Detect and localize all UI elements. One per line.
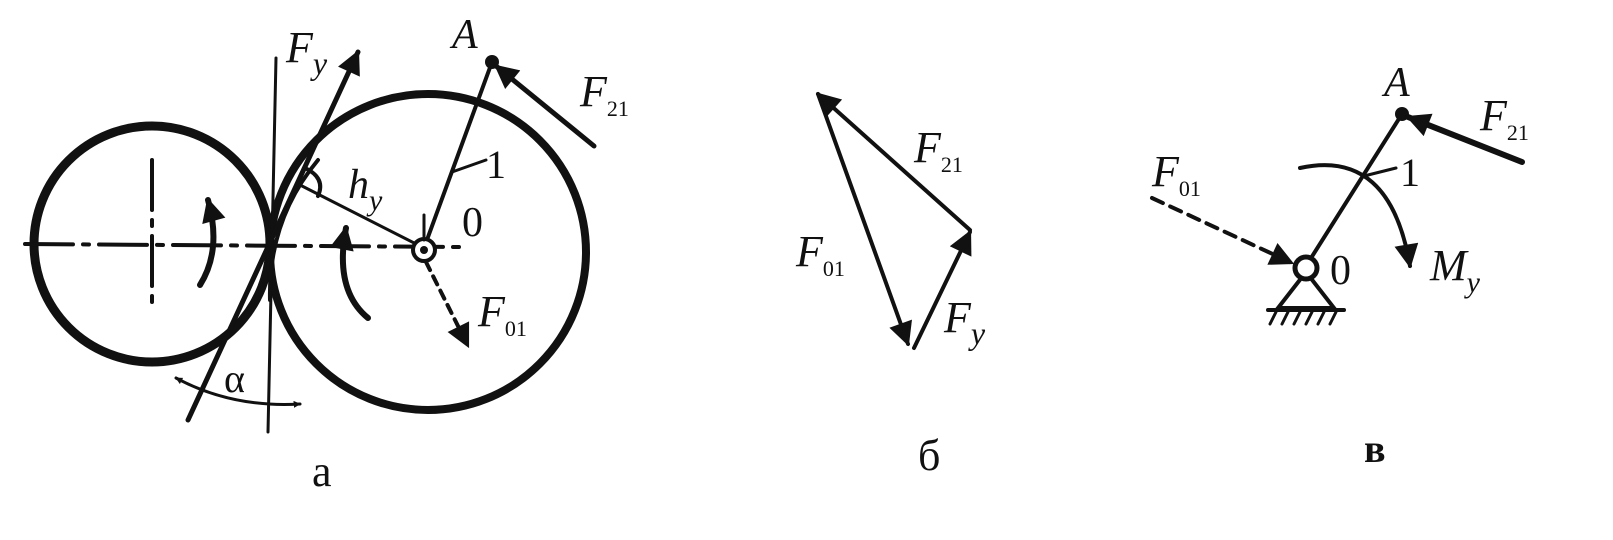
force-fy-arrow (185, 49, 361, 423)
vector-fy (912, 229, 972, 350)
label-hy: hy (348, 162, 383, 217)
label-c-moment: My (1429, 241, 1481, 299)
alpha-angle-arc (174, 376, 302, 408)
label-fy: Fy (285, 23, 328, 81)
label-pivot-0: 0 (462, 200, 483, 246)
left-gear-rotation-arrow (197, 197, 226, 288)
vector-f21 (816, 92, 972, 232)
label-c-f21: F21 (1479, 91, 1529, 145)
pivot-ground-hatch (1268, 310, 1338, 326)
label-c-f01: F01 (1151, 147, 1201, 201)
c-force-f21-arrow (1405, 113, 1525, 165)
right-gear-rotation-arrow (330, 225, 371, 321)
c-force-f01-arrow (1150, 196, 1295, 265)
caption-b: б (918, 431, 940, 480)
label-link-1: 1 (486, 142, 506, 187)
force-f21-arrow (493, 63, 597, 149)
contact-vertical-line (266, 56, 278, 434)
caption-c: в (1364, 426, 1386, 471)
center-line (23, 242, 464, 249)
label-f01: F01 (477, 287, 527, 341)
panel-c: A F21 F01 1 0 My в (1150, 60, 1529, 471)
right-gear-circle (266, 90, 590, 414)
force-f01-arrow (424, 260, 470, 349)
label-b-f21: F21 (913, 123, 963, 177)
label-b-fy: Fy (943, 293, 986, 351)
panel-b: F21 F01 Fy б (795, 92, 986, 480)
lever-arm-hy (300, 184, 426, 250)
contact-profile-curve (267, 158, 320, 302)
panel-a: Fy A F21 1 hy 0 F01 α а (23, 12, 629, 496)
c-pivot-0 (1292, 254, 1320, 282)
c-crank-link-1 (1304, 112, 1404, 268)
label-alpha: α (224, 356, 245, 401)
crank-link-1 (422, 60, 494, 250)
label-b-f01: F01 (795, 227, 845, 281)
moment-my-arrow (1298, 163, 1419, 269)
pivot-0-inner (420, 246, 428, 254)
label-point-a: A (449, 12, 478, 58)
vector-f01 (816, 92, 912, 347)
label-c-link-1: 1 (1400, 150, 1420, 195)
link-1-leader (450, 158, 488, 174)
c-link-1-leader (1362, 166, 1398, 178)
caption-a: а (312, 447, 332, 496)
label-c-pivot-0: 0 (1330, 248, 1351, 294)
label-c-point-a: A (1381, 60, 1410, 106)
label-f21: F21 (579, 67, 629, 121)
